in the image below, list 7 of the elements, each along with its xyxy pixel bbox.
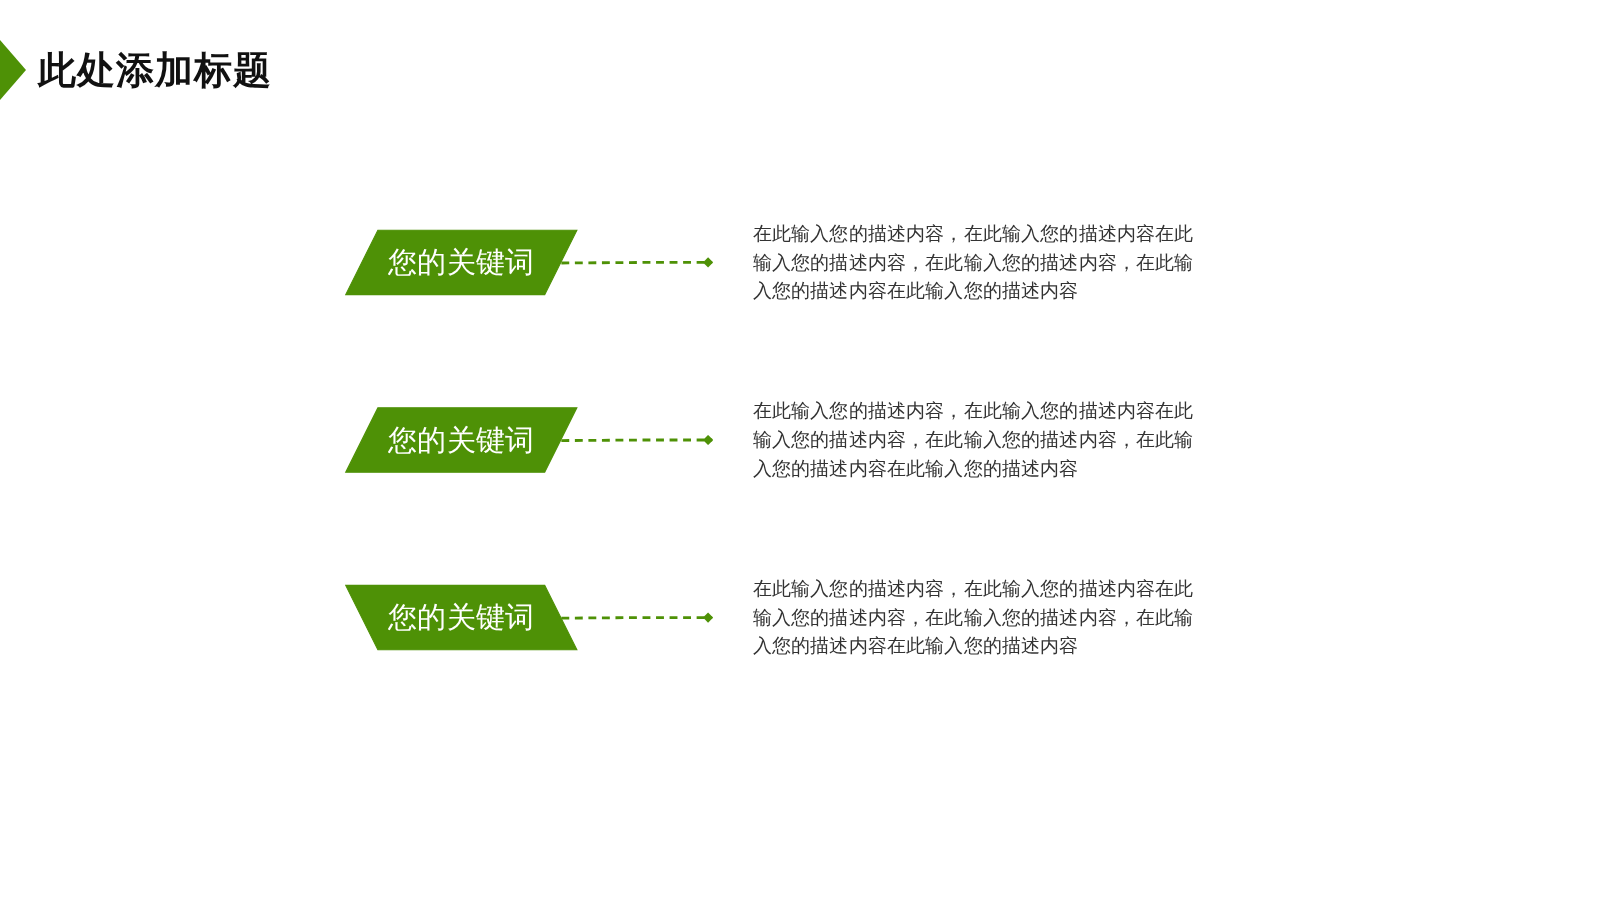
connector: [561, 434, 714, 446]
title: 此处添加标题: [38, 46, 272, 94]
node-text: 在此输入您的描述内容，在此输入您的描述内容在此输入您的描述内容，在此输入您的描述内容，在此输入您的描述内容在此输入您的描述内容: [752, 399, 1194, 480]
connector: [561, 612, 714, 623]
node-text: 在此输入您的描述内容，在此输入您的描述内容在此输入您的描述内容，在此输入您的描述内容，在此输入您的描述内容在此输入您的描述内容: [752, 576, 1194, 657]
node-text: 在此输入您的描述内容，在此输入您的描述内容在此输入您的描述内容，在此输入您的描述内容，在此输入您的描述内容在此输入您的描述内容: [752, 221, 1194, 302]
connector: [561, 257, 714, 268]
